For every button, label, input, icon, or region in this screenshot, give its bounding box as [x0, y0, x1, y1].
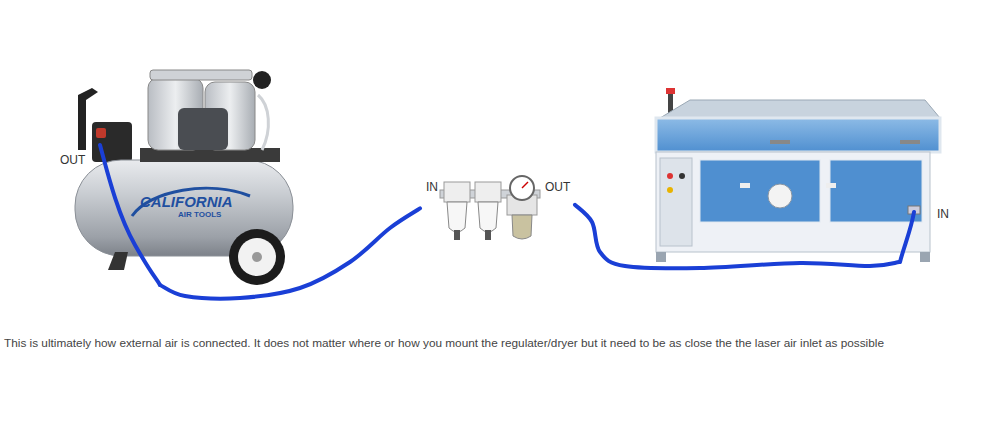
wheel: [229, 229, 285, 285]
air-hose: [100, 145, 160, 285]
button: [679, 173, 685, 179]
port-label: IN: [937, 207, 949, 221]
lid: [656, 118, 940, 152]
pipe: [258, 95, 268, 150]
equipment-node: OUT: [55, 70, 305, 285]
exhaust-port: [768, 184, 792, 208]
port-label: OUT: [60, 153, 85, 167]
filter-bowl: [447, 202, 467, 232]
filter-regulator: [440, 176, 540, 240]
air-compressor: [75, 70, 293, 285]
equipment-node: IN: [640, 90, 960, 262]
air-filter: [253, 71, 271, 89]
drain: [454, 230, 460, 240]
gauge-needle: [522, 182, 528, 188]
handle: [900, 140, 920, 144]
air-hose: [900, 212, 914, 262]
beacon-light: [666, 88, 675, 94]
wheel-hub: [238, 238, 276, 276]
front-panel: [830, 160, 922, 222]
port-label: OUT: [545, 180, 570, 194]
filter-bowl: [478, 202, 498, 232]
cabinet: [656, 152, 930, 252]
pressure-gauge: [510, 176, 534, 200]
label-plate: [740, 183, 750, 188]
motor: [178, 108, 228, 150]
filter-head: [475, 182, 501, 202]
handle: [770, 140, 790, 144]
caption: This is ultimately how external air is c…: [4, 336, 999, 351]
pump-head: [150, 70, 252, 80]
foot: [108, 252, 128, 270]
air-hose: [575, 205, 899, 269]
control-panel: [660, 158, 692, 246]
regulator-bowl: [512, 215, 532, 239]
valve: [96, 128, 106, 138]
equipment-node: IN OUT: [420, 176, 575, 248]
foot: [656, 252, 666, 262]
button: [667, 187, 673, 193]
brand-label: AIR TOOLS: [178, 210, 221, 219]
filter-head: [444, 182, 470, 202]
top-surface: [660, 100, 940, 118]
label-plate: [826, 183, 836, 188]
laser-cutter: [656, 88, 940, 262]
port-label: IN: [426, 180, 438, 194]
drain: [485, 230, 491, 240]
axle: [252, 252, 262, 262]
front-panel: [700, 160, 820, 222]
control-panel: [92, 122, 132, 162]
air-hose: [160, 208, 420, 298]
foot: [920, 252, 930, 262]
button: [667, 173, 673, 179]
brand-label: CALIFORNIA: [140, 193, 233, 210]
